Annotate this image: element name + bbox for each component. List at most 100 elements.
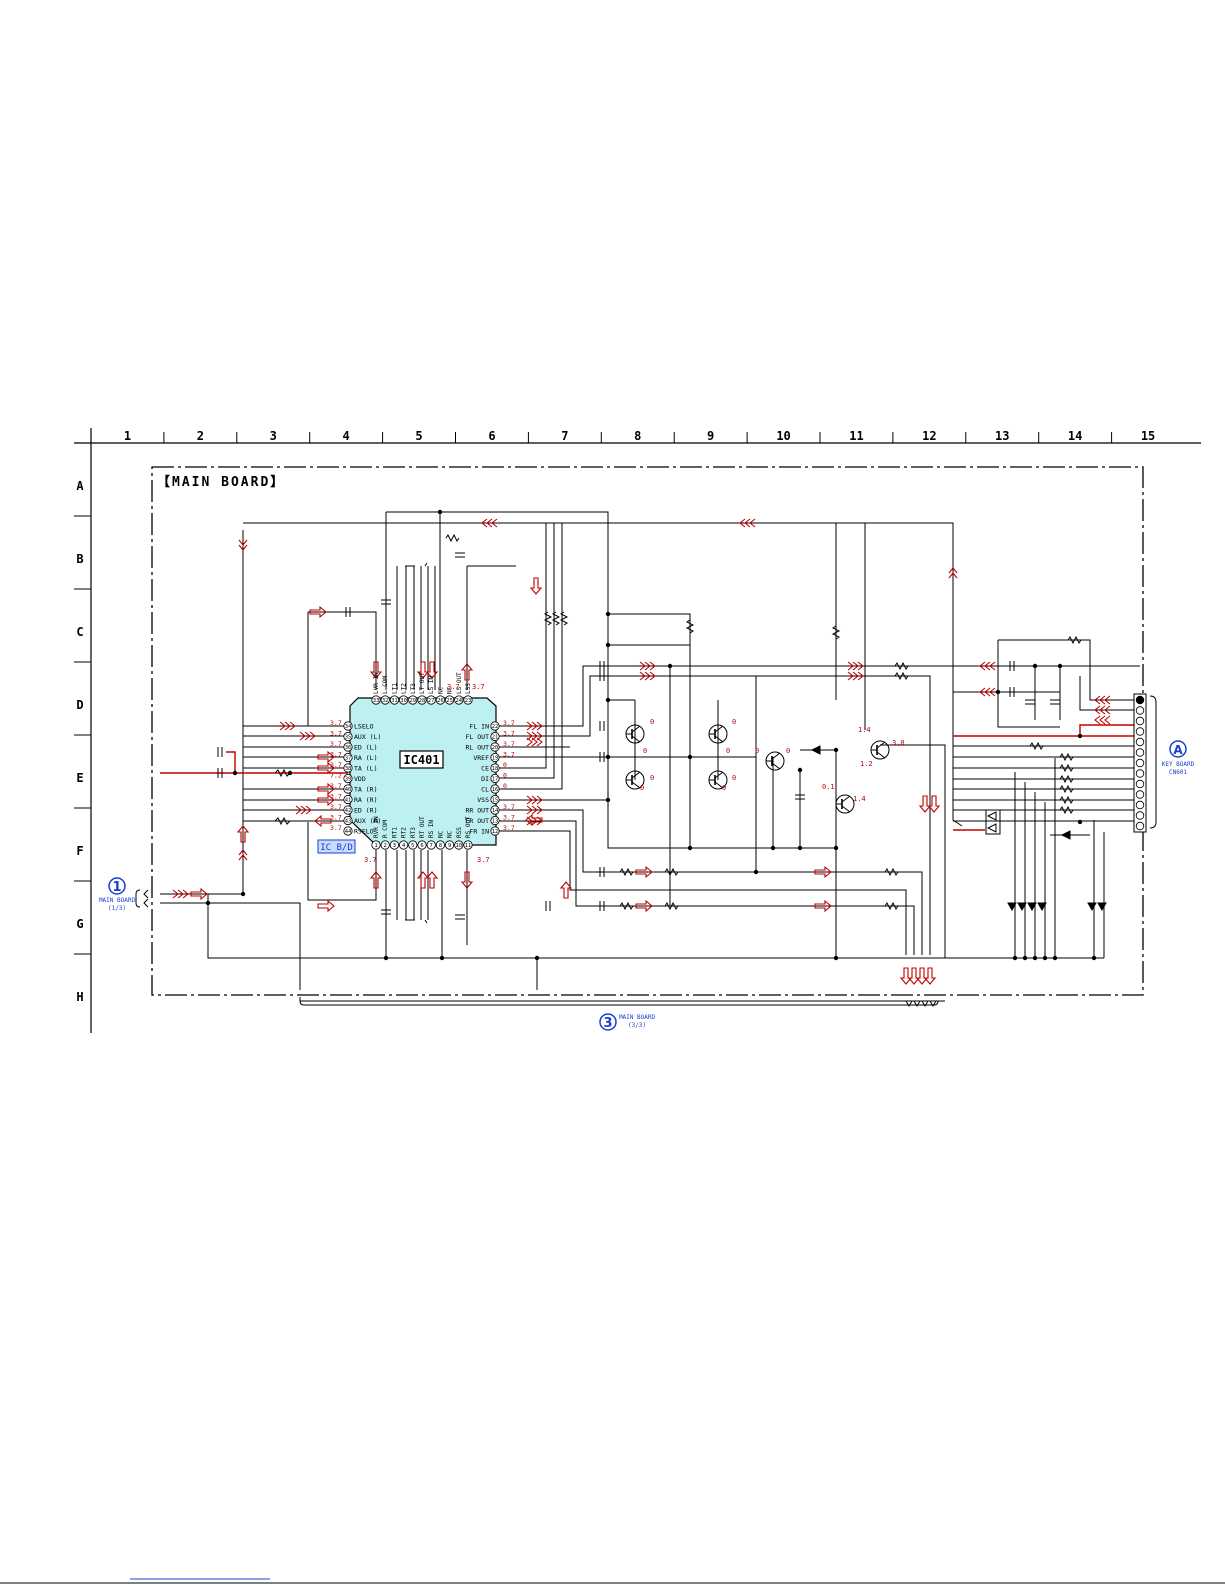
ic-pin-voltage: 3.7 <box>330 814 342 822</box>
ic-pin-label: RSELO <box>354 828 374 836</box>
transistor-symbol <box>765 751 785 771</box>
grid-row-label: G <box>76 917 83 931</box>
signal-flow-arrow <box>1094 695 1111 705</box>
ic-pin-number: 37 <box>345 756 352 762</box>
connector-a-mark: A <box>1173 743 1183 757</box>
cn601-pin <box>1135 727 1145 736</box>
ic-pin-label: RT2 <box>401 827 408 838</box>
signal-flow-arrow <box>915 967 929 985</box>
ic-pin-voltage: 3.7 <box>330 751 342 759</box>
ic-pin-label: R COM <box>382 820 389 838</box>
ic-pin-label: VSS <box>477 796 489 804</box>
signal-flow-arrow <box>317 899 335 913</box>
ic401-ref-box <box>399 750 444 769</box>
signal-flow-arrow <box>739 518 756 528</box>
signal-flow-arrow <box>907 967 921 985</box>
ic-pin <box>389 840 399 850</box>
signal-flow-arrow <box>317 782 335 796</box>
connector-3-line1: MAIN BOARD <box>619 1014 656 1021</box>
signal-flow-arrow <box>369 661 383 679</box>
ic-pin <box>343 763 353 773</box>
cn601-pin <box>1135 706 1145 715</box>
ic-pin-label: RA (L) <box>354 754 377 762</box>
tv-q11b: 0.1 <box>822 783 835 791</box>
ic-pin-label: RS OUT <box>465 816 472 838</box>
ic-pin-voltage: 3.7 <box>503 730 515 738</box>
ic-pin <box>343 742 353 752</box>
ic-pin-voltage: 3.7 <box>330 824 342 832</box>
ic-pin-number: 3 <box>393 843 396 849</box>
signal-flow-arrow <box>460 663 474 681</box>
grid-col-label: 14 <box>1068 429 1082 443</box>
ic-pin-number: 4 <box>402 843 406 849</box>
ic-pin-number: 39 <box>345 777 352 783</box>
ic-pin-number: 38 <box>345 766 352 772</box>
ic-pin-number: 22 <box>492 724 499 730</box>
ic-pin-number: 17 <box>492 777 499 783</box>
ic-pin-label: LT3 <box>410 683 417 694</box>
grid-col-label: 1 <box>124 429 131 443</box>
ic-pin-voltage: 3.7 <box>330 740 342 748</box>
ic-pin <box>444 695 455 705</box>
cn601-pin <box>1135 800 1145 810</box>
cn601-pin <box>1135 695 1145 705</box>
ic-pin-voltage: 0 <box>503 772 507 780</box>
tv-q8: 0 <box>722 784 726 792</box>
signal-flow-arrow <box>317 761 335 775</box>
connector-3-mark-circle <box>599 1013 617 1031</box>
ic-pin <box>371 695 381 705</box>
ic-pin-number: 14 <box>492 808 499 814</box>
ic-pin <box>408 840 418 850</box>
ic-pin-label: RT3 <box>410 827 417 838</box>
connector-3: 3 MAIN BOARD (3/3) <box>299 997 939 1031</box>
connector-3-line2: (3/3) <box>628 1022 646 1029</box>
signal-flow-arrow <box>279 721 296 731</box>
ic-pin <box>343 826 353 836</box>
ic-pin-label: LVR IN <box>373 672 380 694</box>
ic-pin-voltage: 0 <box>503 761 507 769</box>
ic-pin-number: 11 <box>465 843 472 849</box>
grid-col-label: 9 <box>707 429 714 443</box>
signal-flow-arrow <box>526 795 543 805</box>
ic-pin <box>490 731 500 742</box>
signal-flow-arrow <box>317 793 335 807</box>
ic-pin <box>490 805 500 815</box>
tv-q11e: 1.4 <box>853 795 866 803</box>
tv-q10c: 1.2 <box>860 760 873 768</box>
signal-flow-arrow <box>847 661 864 671</box>
signal-flow-arrow <box>525 813 543 827</box>
cn601-pin <box>1135 821 1145 831</box>
ic-pin-number: 13 <box>492 819 499 825</box>
ic-pin-number: 44 <box>345 829 352 835</box>
grid-row-label: B <box>76 552 83 566</box>
diodes <box>810 745 1107 912</box>
cn601-pin <box>1135 716 1145 726</box>
signal-flow-arrow <box>526 737 543 747</box>
ic-pin <box>490 742 500 752</box>
tv-q9b: 0 <box>786 747 790 755</box>
ic-pin <box>417 840 427 850</box>
connector-1: 1 MAIN BOARD (1/3) <box>99 877 149 912</box>
connector-3-mark: 3 <box>603 1016 612 1031</box>
transistor-symbol <box>708 770 728 790</box>
ic-pin <box>343 794 353 805</box>
signal-flow-arrow <box>238 539 248 551</box>
ic-pin-number: 26 <box>437 698 444 704</box>
ic-pin <box>444 840 455 850</box>
signal-arrows <box>172 518 1111 985</box>
transistor-symbol <box>625 724 645 744</box>
ic-pin <box>435 840 445 850</box>
signal-flow-arrow <box>526 805 543 815</box>
ic-pin <box>490 826 500 836</box>
ic-pin <box>389 695 399 705</box>
connector-a: A KEY BOARD CN601 <box>1162 740 1195 776</box>
cn601-pin <box>1135 748 1145 757</box>
ic-pin-number: 33 <box>373 698 380 704</box>
ic-pin <box>454 840 464 850</box>
cn601-pin <box>1135 758 1145 768</box>
ic-pin-label: RT OUT <box>419 816 426 838</box>
cn601-pin <box>1135 790 1145 799</box>
tv-q10b: 1.4 <box>858 726 871 734</box>
signal-flow-arrow <box>238 849 248 861</box>
